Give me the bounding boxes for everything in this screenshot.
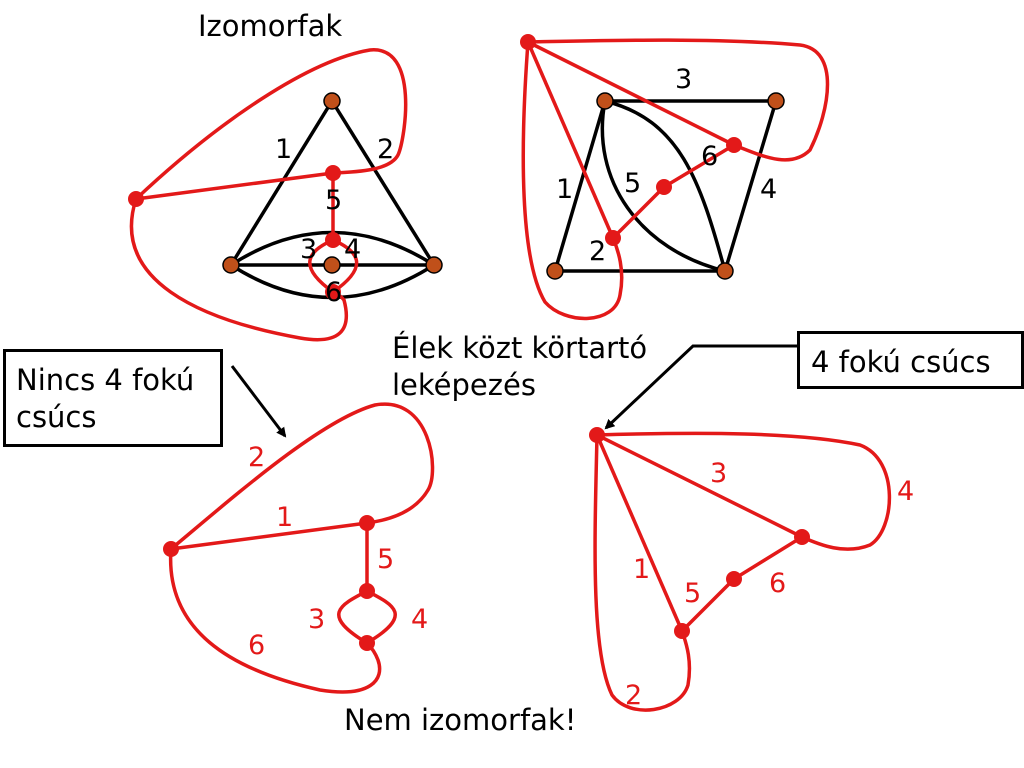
g1-label-2: 2 xyxy=(377,134,394,165)
d2-edge-1 xyxy=(595,434,684,632)
g2-dual-vertex-b xyxy=(656,179,672,195)
g1-edge-right xyxy=(330,100,436,266)
dual2-edges xyxy=(593,431,892,712)
g2-dual-loop-outer xyxy=(527,38,830,162)
g1-edge-left xyxy=(229,100,334,266)
d1-vertex-b xyxy=(359,583,375,599)
g2-edge-right xyxy=(723,100,778,272)
g1-label-3: 3 xyxy=(300,234,317,265)
graph1-vertices xyxy=(222,92,443,274)
g2-vertex-tr xyxy=(767,92,785,110)
box-no-degree-4: Nincs 4 fokú csúcs xyxy=(3,349,223,447)
graph2-black-edges xyxy=(553,99,778,273)
d2-label-3: 3 xyxy=(710,458,727,489)
g2-dual-edge-3 xyxy=(527,40,735,147)
g1-label-6: 6 xyxy=(325,277,342,308)
d1-edge-1 xyxy=(170,521,368,551)
d1-edge-6 xyxy=(168,548,382,694)
d2-label-4: 4 xyxy=(897,476,914,507)
g1-label-4: 4 xyxy=(344,234,361,265)
g2-label-5: 5 xyxy=(624,168,641,199)
box-right-label: 4 fokú csúcs xyxy=(811,345,991,379)
d1-label-6: 6 xyxy=(248,630,265,661)
g1-vertex-right xyxy=(425,256,443,274)
g2-label-1: 1 xyxy=(556,174,573,205)
graph1-red-dual xyxy=(129,48,408,342)
graph2-vertices xyxy=(546,92,785,280)
box-degree-4-vertex: 4 fokú csúcs xyxy=(797,331,1024,389)
g2-dual-edge-1 xyxy=(526,41,615,239)
d1-edge-2 xyxy=(169,402,435,551)
graph1-dual-vertices xyxy=(128,165,341,300)
d2-vertex-outer xyxy=(589,427,605,443)
d2-vertex-c xyxy=(674,623,690,639)
g2-dual-edge-5 xyxy=(611,185,666,240)
g2-edge-curve-b xyxy=(604,99,727,272)
d1-label-5: 5 xyxy=(377,544,394,575)
g2-dual-loop-2 xyxy=(521,41,624,321)
dual1-vertices xyxy=(163,515,375,651)
g2-vertex-tl xyxy=(596,92,614,110)
d1-edge-3 xyxy=(337,589,368,645)
dual1-edges xyxy=(168,402,435,694)
g2-dual-vertex-outer xyxy=(520,34,536,50)
g1-dual-vertex-c xyxy=(325,284,341,300)
graph2-red-dual xyxy=(521,38,830,321)
g2-vertex-bl xyxy=(546,262,564,280)
g2-label-2: 2 xyxy=(589,236,606,267)
g1-dual-vertex-b xyxy=(325,232,341,248)
d1-label-2: 2 xyxy=(248,442,265,473)
d2-edge-6 xyxy=(733,535,803,581)
conclusion-not-isomorphic: Nem izomorfak! xyxy=(344,703,577,737)
g2-vertex-br xyxy=(716,262,734,280)
d2-vertex-b xyxy=(726,571,742,587)
d1-vertex-a xyxy=(359,515,375,531)
g2-label-3: 3 xyxy=(675,64,692,95)
g1-vertex-top xyxy=(323,92,341,110)
d1-vertex-outer xyxy=(163,541,179,557)
graph2-dual-vertices xyxy=(520,34,742,246)
g1-dual-loop-bottom xyxy=(129,198,349,342)
arrow-left xyxy=(230,365,287,438)
d2-vertex-a xyxy=(794,529,810,545)
g2-dual-edge-6 xyxy=(663,143,735,189)
d2-edge-2 xyxy=(593,434,692,712)
g1-dual-vertex-a xyxy=(325,165,341,181)
g1-dual-vertex-outer xyxy=(128,191,144,207)
g2-edge-left xyxy=(553,100,607,272)
d2-edge-3 xyxy=(596,433,803,539)
g2-edge-curve-a xyxy=(600,100,726,273)
g1-dual-edge-outer-center xyxy=(135,171,334,201)
d1-label-4: 4 xyxy=(411,604,428,635)
d2-label-1: 1 xyxy=(633,554,650,585)
title-izomorfak: Izomorfak xyxy=(198,9,343,43)
d1-vertex-c xyxy=(359,635,375,651)
dual2-vertices xyxy=(589,427,810,639)
g1-dual-loop-top xyxy=(134,48,408,201)
g1-label-1: 1 xyxy=(275,134,292,165)
d2-label-2: 2 xyxy=(625,680,642,711)
arrow-right xyxy=(604,344,797,430)
mapping-note-line1: Élek közt körtartó xyxy=(392,331,648,365)
g2-dual-vertex-a xyxy=(726,137,742,153)
d2-label-5: 5 xyxy=(684,578,701,609)
d1-label-3: 3 xyxy=(308,604,325,635)
g1-label-5: 5 xyxy=(325,185,342,216)
d2-edge-4 xyxy=(596,431,892,551)
g2-label-4: 4 xyxy=(760,174,777,205)
d2-edge-5 xyxy=(680,577,736,633)
g2-label-6: 6 xyxy=(701,141,718,172)
d2-label-6: 6 xyxy=(769,568,786,599)
mapping-note: Élek közt körtartó leképezés xyxy=(392,330,647,403)
d1-label-1: 1 xyxy=(276,502,293,533)
g1-vertex-center xyxy=(323,256,341,274)
d1-edge-4 xyxy=(366,589,397,645)
mapping-note-line2: leképezés xyxy=(392,367,536,402)
g1-vertex-left xyxy=(222,256,240,274)
g2-dual-vertex-c xyxy=(605,230,621,246)
box-left-line2: csúcs xyxy=(16,400,97,435)
box-left-line1: Nincs 4 fokú xyxy=(16,363,195,397)
